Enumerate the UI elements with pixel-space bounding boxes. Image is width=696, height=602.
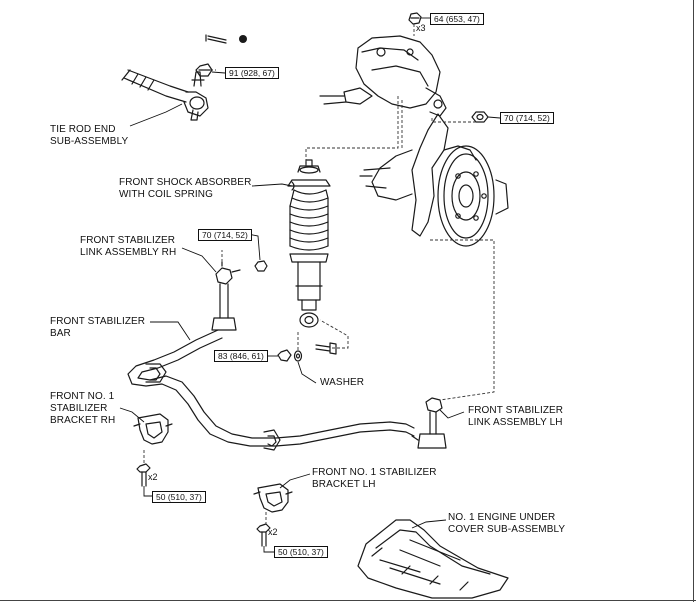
cotter-pin <box>205 34 227 44</box>
label-engine-under-cover: NO. 1 ENGINE UNDER COVER SUB-ASSEMBLY <box>448 512 566 535</box>
bracket-rh <box>133 413 173 445</box>
torque-box-tie-rod-nut: 91 (928, 67) <box>225 67 279 79</box>
label-stabilizer-link-rh: FRONT STABILIZER LINK ASSEMBLY RH <box>80 235 177 258</box>
qty-bracket-lh-bolt: x2 <box>268 527 278 537</box>
dashed-lower-bolt <box>319 319 349 349</box>
torque-box-upper-arm-nut: 64 (653, 47) <box>430 13 484 25</box>
qty-bracket-rh-bolt: x2 <box>148 472 158 482</box>
leader-tie-rod <box>129 103 183 127</box>
stabilizer-link-lh <box>411 397 447 449</box>
dashed-knuckle-nut <box>431 118 476 123</box>
leader-torque-t7 <box>263 546 274 553</box>
leader-link-lh <box>439 409 465 419</box>
bracket-lh <box>253 483 293 513</box>
stabilizer-bar <box>127 329 415 451</box>
dashed-link-lh <box>430 239 495 401</box>
nut-knuckle <box>471 111 489 123</box>
washer-part <box>293 350 303 362</box>
label-bracket-lh: FRONT NO. 1 STABILIZER BRACKET LH <box>312 467 437 490</box>
engine-under-cover <box>357 519 509 599</box>
torque-box-knuckle-nut: 70 (714, 52) <box>500 112 554 124</box>
leader-torque-t2 <box>211 71 226 74</box>
dashed-shock-top <box>305 96 399 166</box>
torque-box-shock-bolt: 83 (846, 61) <box>214 350 268 362</box>
leader-stab-bar <box>150 321 191 341</box>
leader-shock <box>251 183 293 187</box>
qty-upper-arm-nut: x3 <box>416 23 426 33</box>
leader-washer <box>297 361 317 384</box>
bolt-lower-shock <box>315 342 337 355</box>
label-stabilizer-link-lh: FRONT STABILIZER LINK ASSEMBLY LH <box>468 405 564 428</box>
nut-top <box>408 12 422 25</box>
bolt-bracket-rh <box>136 463 151 487</box>
nut-lower-shock <box>277 349 292 362</box>
torque-box-bracket-lh-bolt: 50 (510, 37) <box>274 546 328 558</box>
upper-control-arm <box>319 35 447 117</box>
leader-bracket-rh <box>119 407 145 423</box>
torque-box-bracket-rh-bolt: 50 (510, 37) <box>152 491 206 503</box>
castle-nut-dot <box>239 35 247 43</box>
nut-tie-rod <box>195 63 213 77</box>
leader-engine-cover <box>411 519 447 529</box>
label-tie-rod-end: TIE ROD END SUB-ASSEMBLY <box>50 124 129 147</box>
leader-torque-t3 <box>487 116 501 119</box>
stabilizer-link-rh <box>211 261 241 331</box>
label-washer: WASHER <box>320 377 365 388</box>
label-bracket-rh: FRONT NO. 1 STABILIZER BRACKET RH <box>50 391 116 426</box>
steering-knuckle <box>359 113 449 237</box>
frame-edge-bottom <box>0 600 696 601</box>
torque-box-link-rh-nut: 70 (714, 52) <box>198 229 252 241</box>
leader-bracket-lh <box>279 473 311 489</box>
label-stabilizer-bar: FRONT STABILIZER BAR <box>50 316 146 339</box>
frame-edge-right <box>693 0 694 602</box>
brake-disc-hub <box>437 145 509 247</box>
label-front-shock-absorber: FRONT SHOCK ABSORBER WITH COIL SPRING <box>119 177 252 200</box>
nut-link-rh <box>254 260 268 272</box>
shock-absorber <box>287 159 331 328</box>
leader-link-rh <box>181 247 217 273</box>
leader-torque-t6 <box>143 486 152 497</box>
